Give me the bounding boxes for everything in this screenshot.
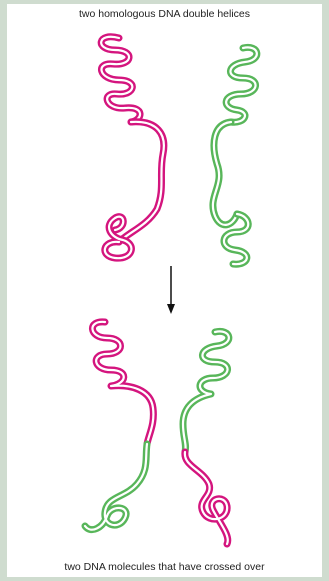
magenta-segment-left — [92, 322, 153, 444]
diagram-panel: two homologous DNA double helices — [7, 4, 322, 577]
green-strand-top — [213, 122, 237, 225]
magenta-helix-top — [101, 37, 164, 258]
green-helix-top — [213, 47, 257, 264]
recombinant-molecule-left — [85, 322, 153, 530]
green-segment-left — [85, 444, 147, 530]
down-arrow-icon — [167, 266, 175, 314]
bottom-caption: two DNA molecules that have crossed over — [7, 561, 322, 573]
green-segment-right-core — [183, 331, 229, 452]
magenta-helix-upper-coils — [101, 37, 140, 122]
recombinant-molecule-right — [183, 331, 229, 544]
crossover-diagram — [7, 4, 322, 577]
